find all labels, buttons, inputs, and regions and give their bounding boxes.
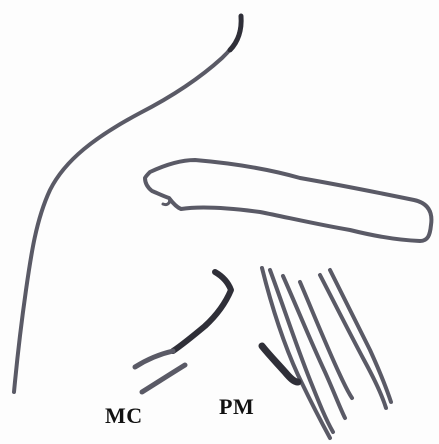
mc-middle-segment — [135, 351, 173, 367]
label-pm: PM — [219, 396, 254, 418]
curved-outline-top-thick — [230, 16, 241, 50]
curved-outline-line — [14, 16, 241, 392]
pm-strand-6 — [330, 270, 391, 402]
mc-lower-segment — [142, 365, 185, 392]
elongated-closed-shape — [145, 160, 431, 241]
mc-bent-upper-segment — [173, 272, 231, 351]
label-mc: MC — [105, 405, 143, 427]
pm-strand-3 — [283, 276, 345, 418]
pm-strand-2 — [270, 270, 333, 432]
